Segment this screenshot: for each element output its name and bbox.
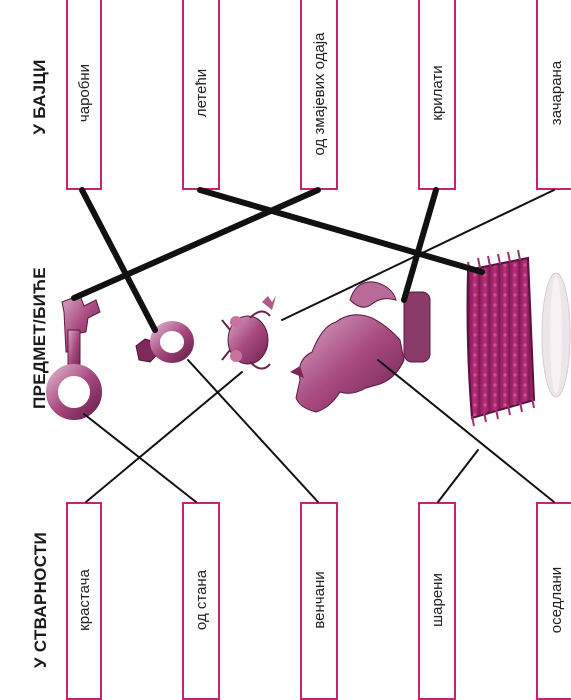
line-leteci-carpet bbox=[200, 190, 482, 272]
key-object[interactable] bbox=[52, 295, 100, 414]
frog-object[interactable] bbox=[222, 296, 276, 369]
horse-object[interactable] bbox=[290, 282, 430, 412]
line-sareni-carpet bbox=[438, 450, 478, 502]
line-krilati-horse bbox=[404, 190, 436, 300]
pumpkin-object[interactable] bbox=[542, 273, 570, 397]
line-krastaca-frog bbox=[86, 372, 242, 502]
line-vencani-ring bbox=[188, 360, 318, 502]
carpet-object[interactable] bbox=[468, 250, 535, 426]
ring-object[interactable] bbox=[136, 326, 189, 362]
